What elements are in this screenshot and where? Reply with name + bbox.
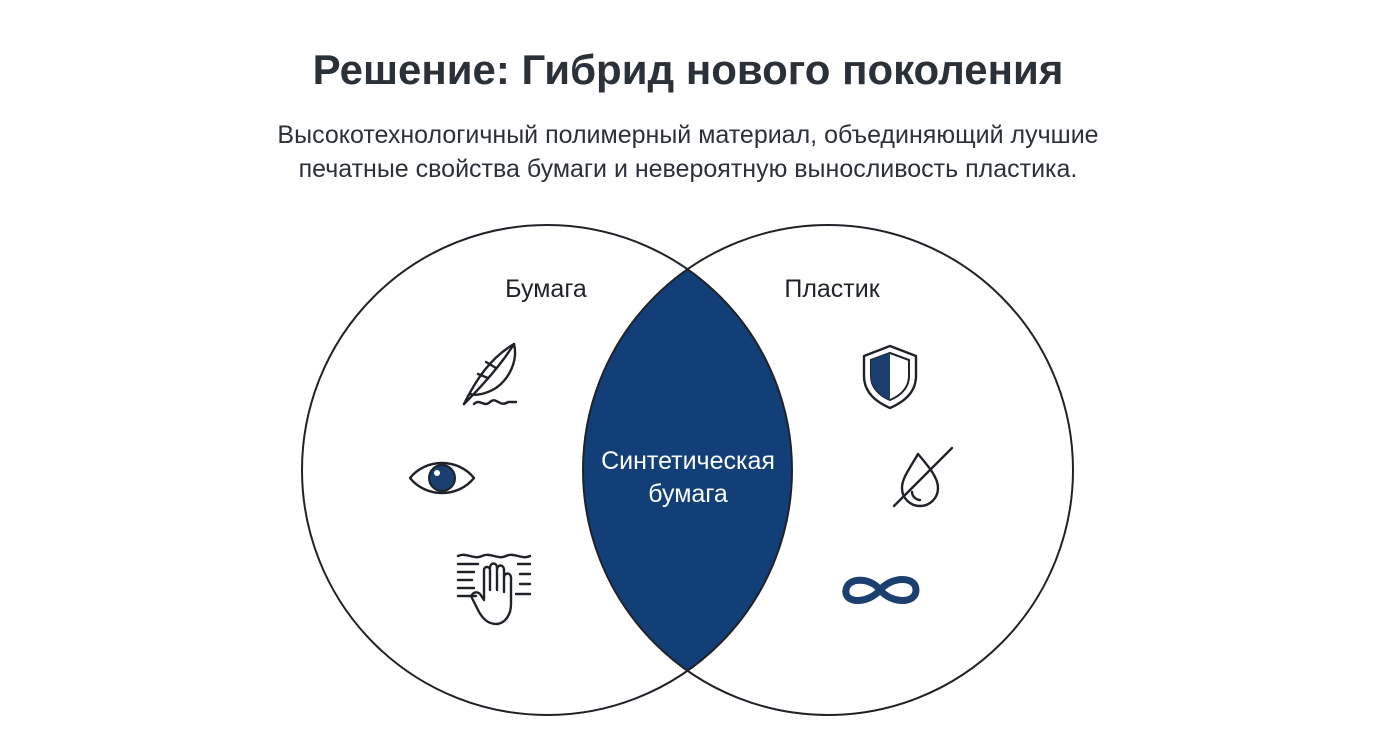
subtitle-line-2: печатные свойства бумаги и невероятную в… [298, 155, 1078, 183]
plastic-label: Пластик [784, 275, 880, 303]
paper-label: Бумага [505, 275, 587, 303]
paper-circle [301, 224, 793, 716]
infinity-icon [842, 576, 920, 604]
shield-icon [862, 344, 918, 410]
water-drop-crossed-icon [892, 446, 954, 508]
hand-touch-texture-icon [456, 553, 532, 626]
feather-icon [462, 342, 518, 406]
intersection-label-line-2: бумага [648, 480, 728, 508]
page-title: Решение: Гибрид нового поколения [312, 46, 1064, 93]
plastic-circle [582, 224, 1074, 716]
intersection-region [583, 225, 792, 715]
eye-icon [408, 461, 476, 495]
subtitle-line-1: Высокотехнологичный полимерный материал,… [277, 121, 1099, 149]
page-subtitle: Высокотехнологичный полимерный материал,… [0, 118, 1376, 186]
intersection-label-line-1: Синтетическая [601, 447, 775, 475]
